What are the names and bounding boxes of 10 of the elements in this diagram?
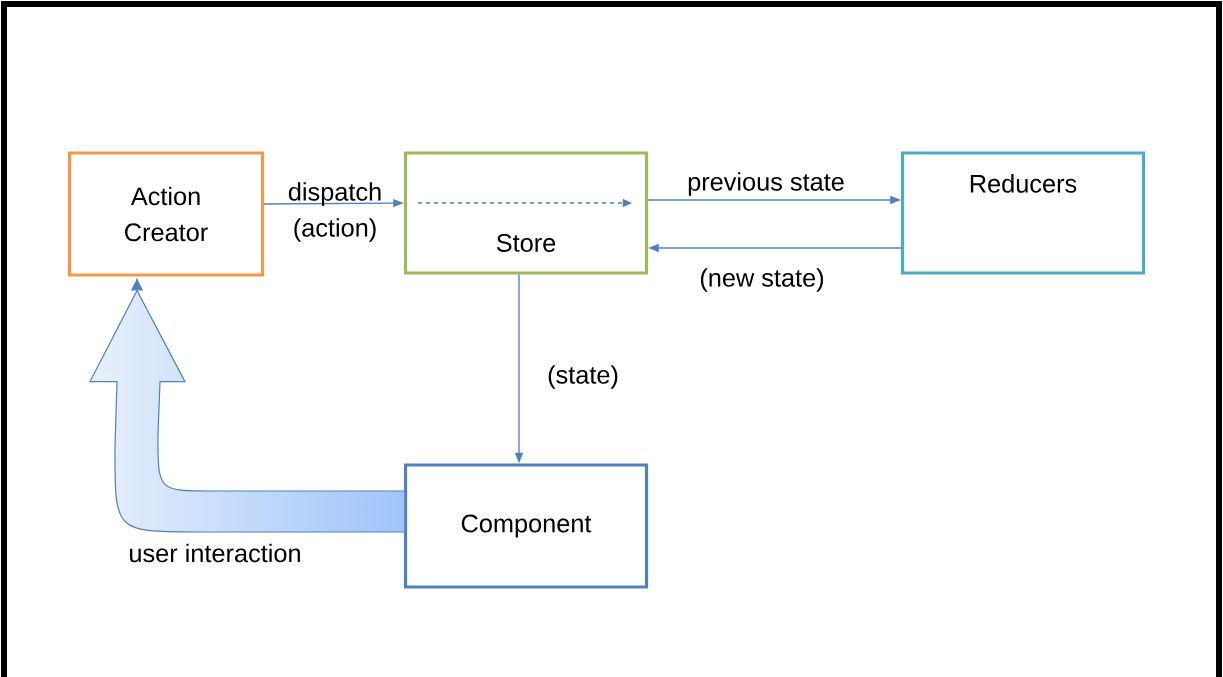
- edge-label: previous state: [688, 172, 844, 196]
- edge-label: (state): [548, 365, 618, 389]
- edge-label: dispatch (action): [288, 182, 381, 242]
- edge-label: (new state): [700, 268, 824, 292]
- store-box: Store: [403, 151, 649, 275]
- process-box: Reducers: [900, 151, 1146, 275]
- process-box: Component: [403, 463, 649, 589]
- block-arrow: [89, 278, 406, 533]
- edge-label: user interaction: [130, 543, 300, 563]
- process-box: Action Creator: [67, 151, 265, 277]
